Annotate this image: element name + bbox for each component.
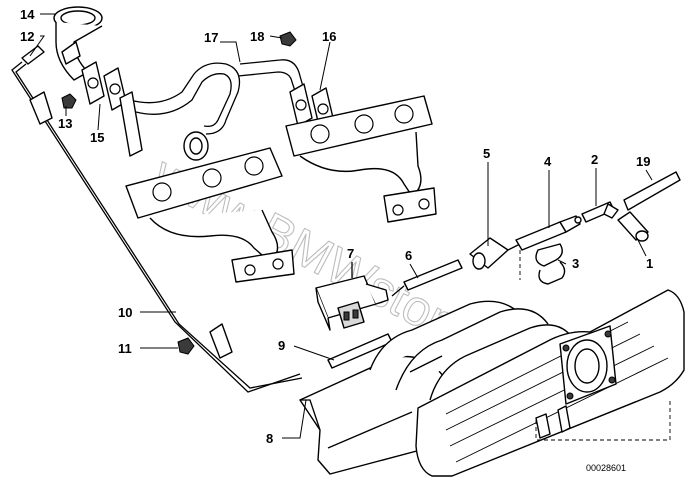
clip-3: [535, 243, 566, 285]
label-17: 17: [204, 30, 218, 45]
label-8: 8: [266, 431, 273, 446]
label-15: 15: [90, 130, 104, 145]
label-13: 13: [58, 116, 72, 131]
pipe-19: [623, 171, 681, 211]
cap-1: [617, 211, 649, 242]
rod-10: [11, 61, 303, 393]
label-19: 19: [636, 154, 650, 169]
label-14: 14: [20, 7, 35, 22]
pipe-17: [129, 59, 305, 161]
nut-13: [61, 93, 77, 109]
connector-2: [574, 201, 619, 224]
label-16: 16: [322, 29, 336, 44]
label-9: 9: [278, 338, 285, 353]
label-10: 10: [118, 305, 132, 320]
label-18: 18: [250, 29, 264, 44]
hose-6: [391, 259, 463, 297]
label-1: 1: [646, 256, 653, 271]
label-3: 3: [572, 256, 579, 271]
label-4: 4: [544, 154, 552, 169]
label-12: 12: [20, 29, 34, 44]
leader-lines: [29, 13, 653, 439]
valve-7: [315, 262, 389, 331]
pipe-4: [515, 215, 581, 251]
label-5: 5: [483, 146, 490, 161]
nut-18: [279, 31, 297, 47]
filter-5: [469, 237, 521, 270]
hose-piece-12: [21, 45, 45, 65]
exhaust-manifold-right: [285, 95, 437, 223]
part-labels: 14 12 13 15 17 18 16 5 4 2 19 3 1 6 7 10…: [20, 7, 653, 446]
label-2: 2: [591, 152, 598, 167]
bolt-11: [177, 337, 195, 355]
pipe-elbow-14: [53, 6, 103, 81]
label-6: 6: [405, 248, 412, 263]
intake-manifold: [299, 289, 685, 477]
exhaust-manifold-left: [119, 91, 295, 283]
label-7: 7: [347, 246, 354, 261]
gasket-15: [81, 61, 127, 111]
hidden-lines: [519, 250, 671, 441]
document-number: 00028601: [586, 463, 626, 473]
label-11: 11: [118, 341, 132, 356]
